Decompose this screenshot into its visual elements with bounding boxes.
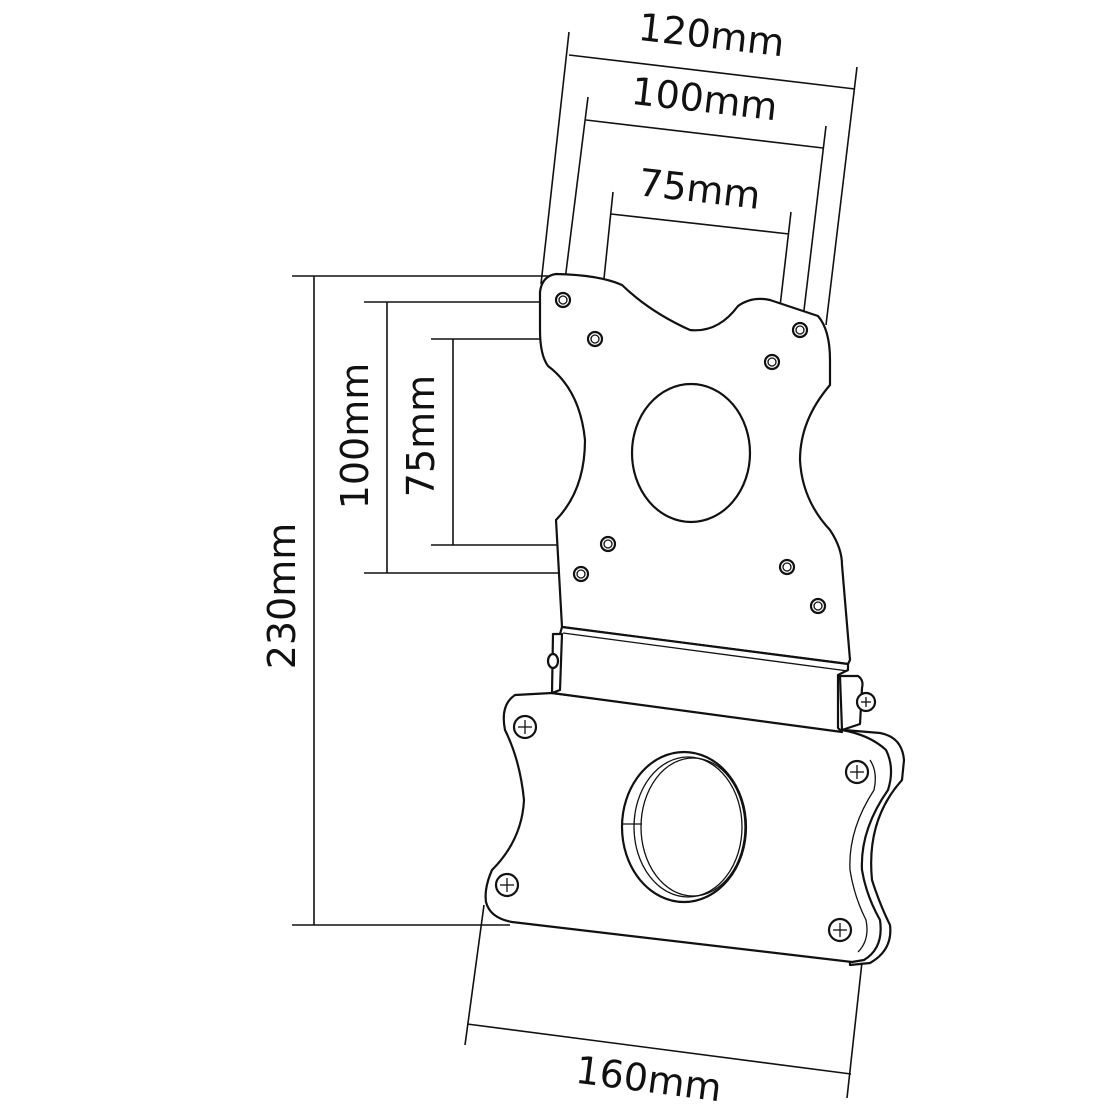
dim-line-120	[568, 54, 856, 90]
ext-line-160-right	[846, 961, 863, 1099]
screw-bottom-left	[494, 872, 520, 898]
ext-line-160-left	[464, 904, 485, 1046]
label-top-75mm: 75mm	[636, 160, 763, 218]
dim-line-100-top	[585, 119, 824, 149]
upper-plate-center-hole	[630, 382, 752, 524]
hole-75-top-right	[763, 353, 781, 371]
bracket-tab-right	[838, 674, 864, 732]
ext-line-100-left	[562, 96, 589, 297]
ext-line-120-right	[825, 66, 858, 326]
lower-plate	[484, 691, 906, 967]
hole-75-top-left	[586, 330, 604, 348]
vesa-100-holes	[554, 291, 827, 615]
lower-plate-center-hole-inner	[640, 757, 746, 897]
label-left-230mm: 230mm	[260, 523, 304, 670]
ext-line-100-right	[801, 125, 827, 328]
upper-plate	[538, 272, 877, 734]
ext-line-120-left	[540, 31, 570, 285]
bracket-fold-line	[562, 632, 849, 672]
lower-plate-center-hole-outer	[620, 750, 748, 904]
lower-plate-edge-detail	[849, 759, 876, 953]
hole-100-bottom-left	[572, 565, 590, 583]
vesa-75-holes	[586, 330, 796, 576]
dimension-lines	[292, 31, 863, 1099]
hole-75-bottom-right	[778, 558, 796, 576]
bracket-knob-left	[546, 652, 560, 670]
label-bottom-160mm: 160mm	[573, 1048, 724, 1111]
label-left-100mm: 100mm	[333, 363, 377, 510]
hole-75-bottom-left	[599, 535, 617, 553]
dim-line-75-top	[610, 213, 790, 235]
screw-top-right	[844, 759, 870, 785]
hole-100-top-left	[554, 291, 572, 309]
dim-line-160	[466, 1023, 852, 1075]
label-left-75mm: 75mm	[399, 375, 443, 497]
screw-top-left	[512, 714, 538, 740]
screw-bottom-right	[827, 917, 853, 943]
bracket-knob-right	[855, 691, 877, 713]
hole-100-top-right	[791, 321, 809, 339]
label-top-120mm: 120mm	[636, 5, 787, 65]
hole-100-bottom-right	[809, 597, 827, 615]
lower-plate-center-hole-rim	[633, 756, 743, 898]
